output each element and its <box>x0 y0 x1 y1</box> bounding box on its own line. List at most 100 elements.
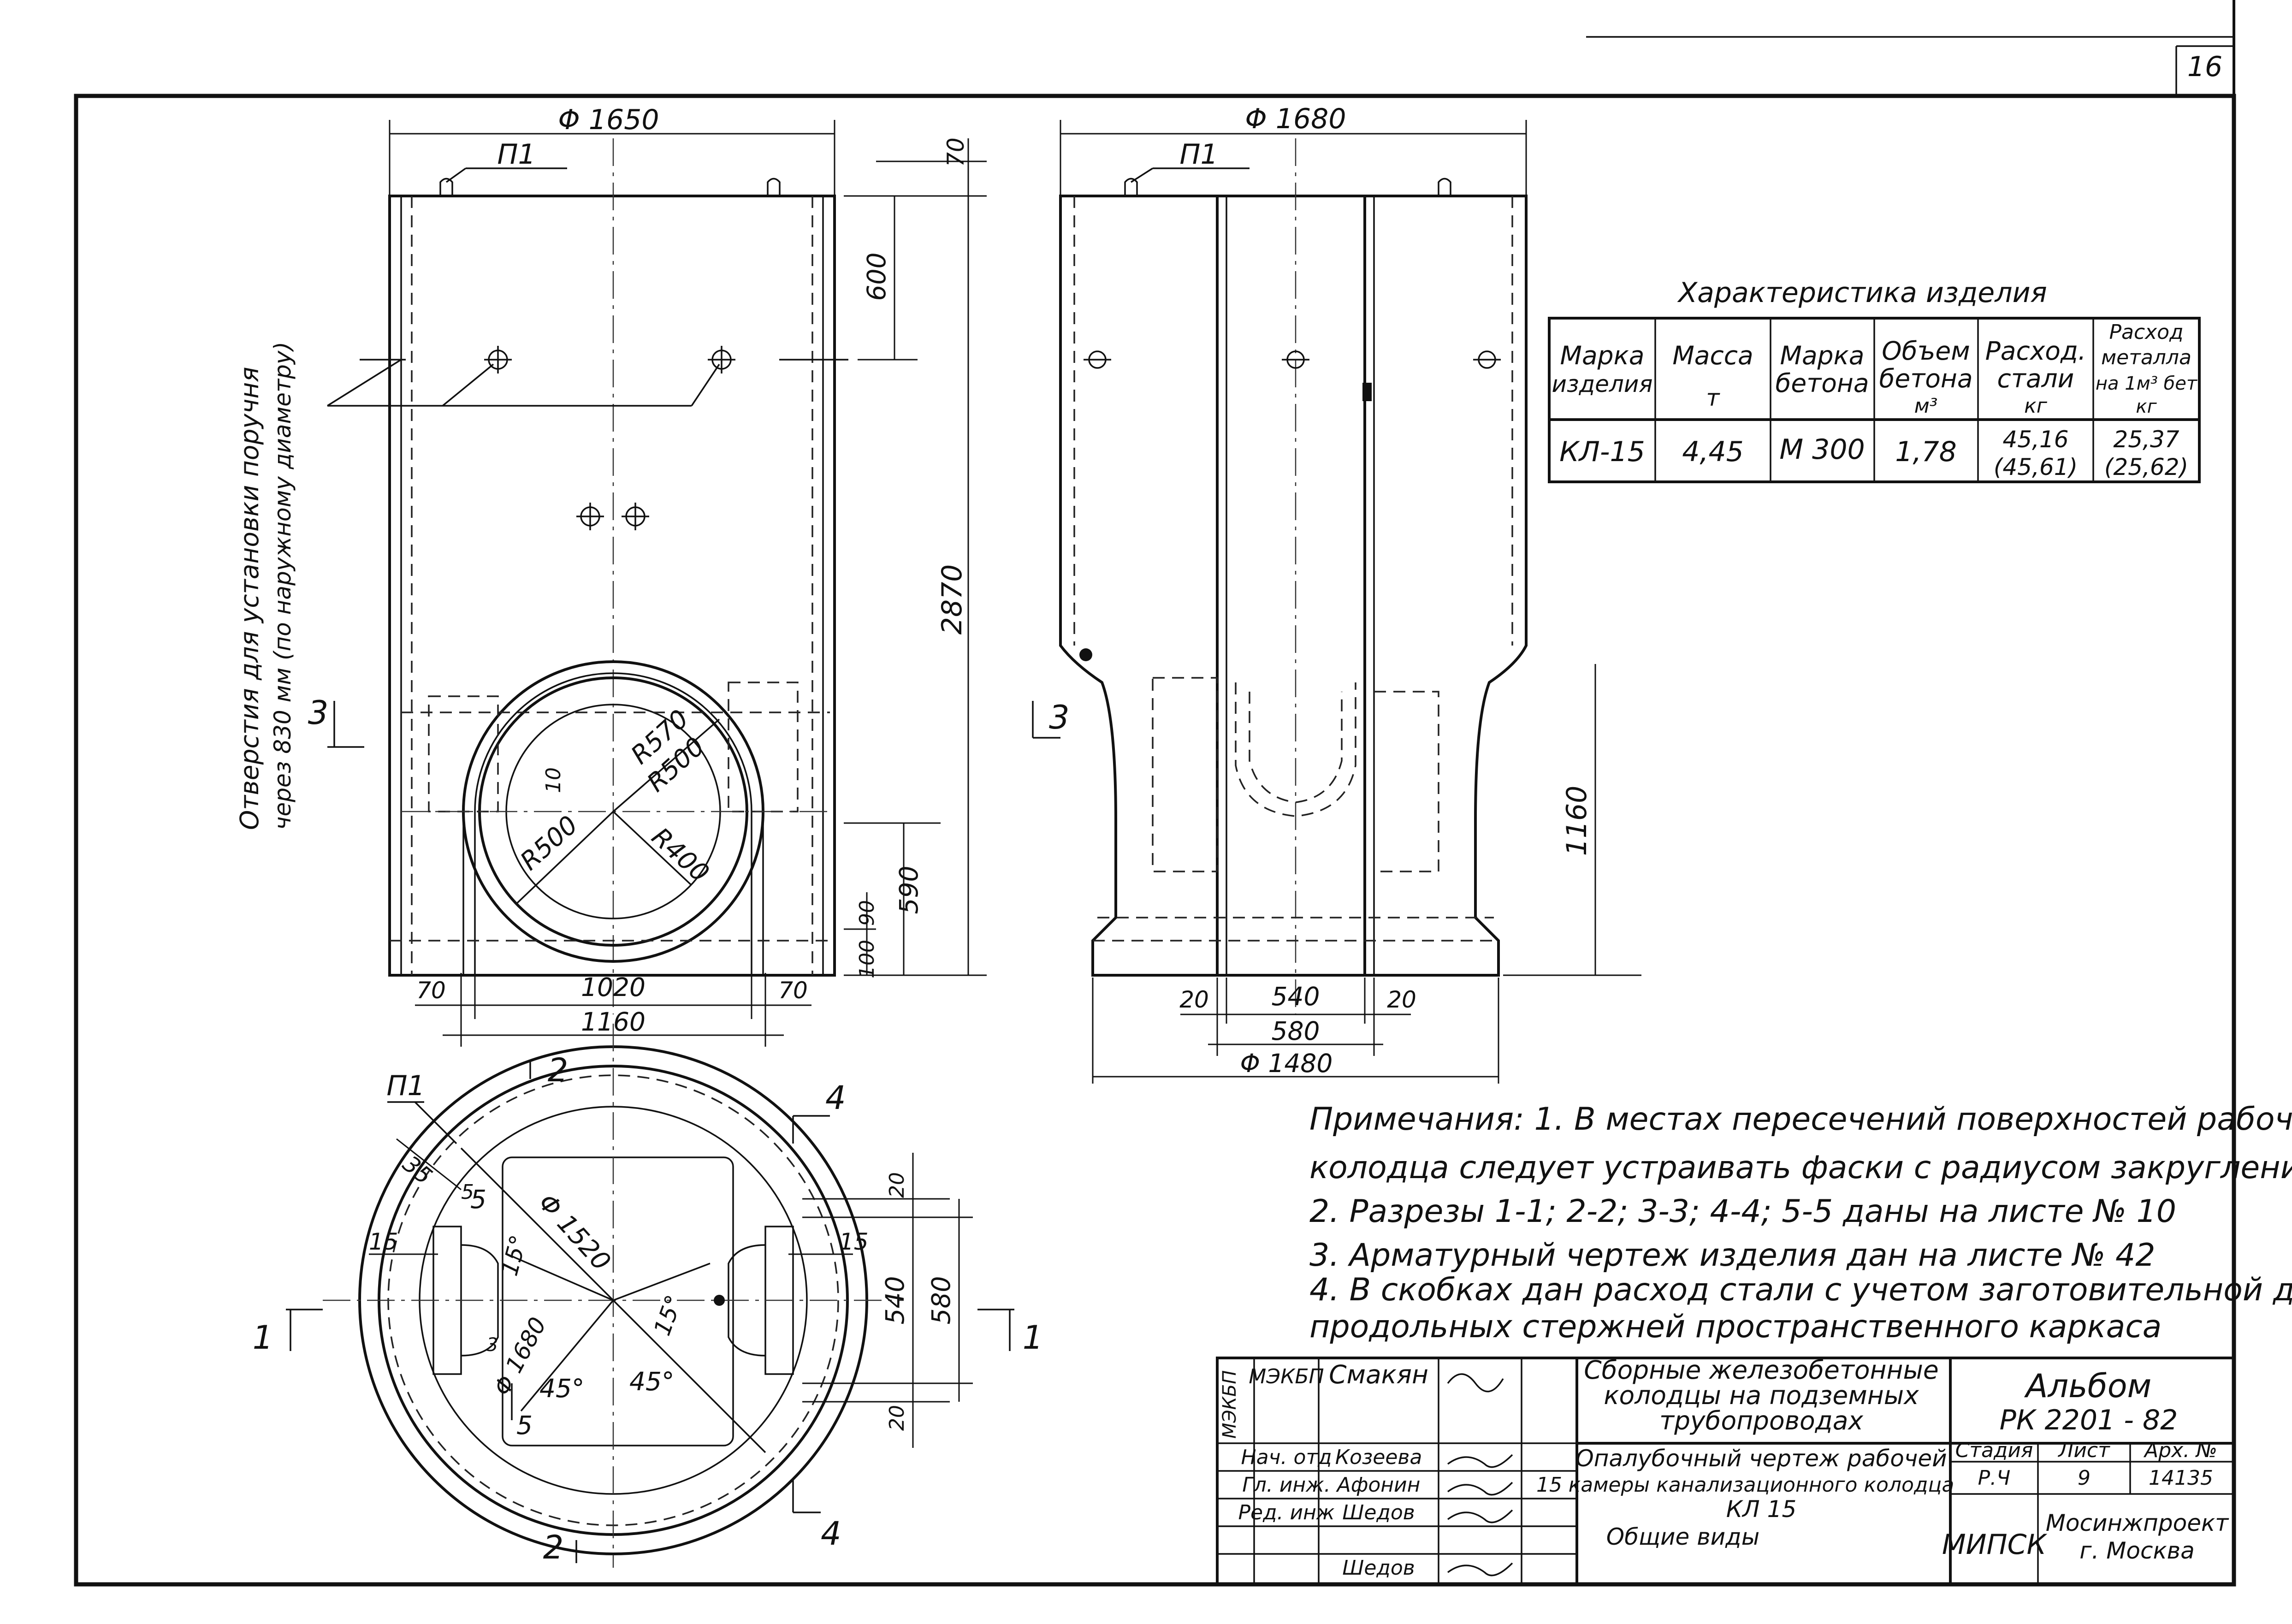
page-number: 16 <box>2187 51 2222 83</box>
hdr-mass-1: Масса <box>1672 341 1753 370</box>
plan-mark-4-top: 4 <box>825 1079 846 1117</box>
stage-header-0: Стадия <box>1955 1439 2033 1462</box>
stage-header-1: Лист <box>2057 1439 2110 1462</box>
plan-mark-2-top: 2 <box>548 1051 569 1089</box>
plan-mark-1-right: 1 <box>1023 1319 1043 1357</box>
tb-name-2: Афонин <box>1336 1473 1421 1497</box>
plan-part-mark: П1 <box>386 1070 425 1102</box>
tb-role-2: Гл. инж. <box>1242 1473 1331 1497</box>
plan-dim-20-bottom: 20 <box>885 1405 909 1431</box>
hdr-mark-2: изделия <box>1552 371 1653 397</box>
side-dim-diameter-1480: Φ 1480 <box>1240 1049 1333 1078</box>
hdr-metal-4: кг <box>2136 396 2157 417</box>
signature-icon <box>1447 1562 1513 1577</box>
title-block: МЭКБП Нач. отд Гл. инж. Ред. инж Смакян … <box>1216 1355 2235 1586</box>
plan-dim-580: 580 <box>926 1276 956 1325</box>
drawing-title-3: КЛ 15 <box>1726 1496 1797 1523</box>
notes-block: Примечания: 1. В местах пересечений пове… <box>1309 1101 2292 1345</box>
project-title-3: трубопроводах <box>1659 1406 1863 1435</box>
stage-header-2: Арх. № <box>2143 1439 2217 1462</box>
plan-angle-15-left: 15° <box>496 1232 533 1279</box>
drawing-title-4: Общие виды <box>1606 1523 1759 1550</box>
row-steel: 45,16 <box>2002 426 2068 453</box>
album-code: РК 2201 - 82 <box>2000 1404 2178 1436</box>
handrail-hole-icon <box>484 346 735 530</box>
plan-mark-5-top: 5 <box>470 1185 486 1214</box>
tb-vertical-label: МЭКБП <box>1219 1370 1240 1439</box>
org-name-2: г. Москва <box>2079 1537 2195 1564</box>
row-steel-alt: (45,61) <box>1994 454 2078 480</box>
hdr-steel-3: кг <box>2024 394 2048 418</box>
tb-date-2: 15 <box>1536 1473 1562 1497</box>
side-dim-540: 540 <box>1272 982 1320 1011</box>
tb-name-1: Козеева <box>1335 1446 1422 1469</box>
dim-90: 90 <box>855 900 879 926</box>
radius-r500-lower: R500 <box>515 810 583 876</box>
dim-70-right: 70 <box>778 977 808 1004</box>
plan-view: 2 2 4 4 1 1 5 5 П1 35 15 15 Φ 1520 Φ 168… <box>253 1024 1043 1568</box>
hdr-mark-1: Марка <box>1560 341 1645 370</box>
plan-angle-15-right: 15° <box>649 1292 688 1339</box>
tb-name-3: Шедов <box>1342 1501 1415 1524</box>
project-title-1: Сборные железобетонные <box>1584 1355 1939 1385</box>
plan-dim-20-top: 20 <box>885 1172 909 1198</box>
side-part-mark: П1 <box>1179 138 1218 171</box>
spec-table: Характеристика изделия Марка изделия Мас… <box>1548 277 2201 483</box>
stage-value-2: 14135 <box>2149 1466 2213 1490</box>
signature-icon <box>1447 1373 1504 1393</box>
row-volume: 1,78 <box>1895 436 1957 468</box>
org-mark: МИПСК <box>1942 1529 2048 1561</box>
side-dim-1160: 1160 <box>1561 786 1593 856</box>
signature-icon <box>1447 1454 1513 1468</box>
plan-dim-5: 5 <box>461 1180 474 1204</box>
section-mark-3-side: 3 <box>1049 699 1070 736</box>
front-top-diameter: Φ 1650 <box>558 104 659 136</box>
hdr-concrete-2: бетона <box>1775 368 1869 398</box>
plan-mark-1-left: 1 <box>253 1319 273 1357</box>
row-mass: 4,45 <box>1682 436 1744 468</box>
tb-name-5: Шедов <box>1342 1556 1415 1580</box>
album-label: Альбом <box>2024 1367 2152 1405</box>
org-name-1: Мосинжпроект <box>2046 1510 2229 1536</box>
hdr-metal-2: металла <box>2101 346 2191 369</box>
plan-dim-540: 540 <box>880 1276 910 1325</box>
hdr-volume-1: Объем <box>1882 336 1970 366</box>
plan-mark-5-bottom: 5 <box>516 1411 533 1440</box>
front-part-mark: П1 <box>497 138 535 171</box>
dim-590: 590 <box>894 866 924 914</box>
note-line-3: 2. Разрезы 1-1; 2-2; 3-3; 4-4; 5-5 даны … <box>1309 1193 2176 1230</box>
stage-value-0: Р.Ч <box>1978 1466 2011 1490</box>
signature-icon <box>1447 1509 1513 1523</box>
side-hole-icon <box>1084 350 1501 369</box>
note-line-6: продольных стержней пространственного ка… <box>1309 1309 2162 1345</box>
hdr-steel-2: стали <box>1997 364 2074 393</box>
project-title-2: колодцы на подземных <box>1604 1381 1919 1410</box>
hdr-volume-3: м³ <box>1914 394 1938 418</box>
note-line-5: 4. В скобках дан расход стали с учетом з… <box>1309 1272 2292 1308</box>
plan-dim-3: 3 <box>486 1334 498 1356</box>
row-mark: КЛ-15 <box>1559 436 1645 468</box>
note-line-4: 3. Арматурный чертеж изделия дан на лист… <box>1309 1237 2155 1274</box>
side-view: П1 Φ 1680 1160 20 540 20 580 Φ 1480 3 <box>1032 103 1641 1084</box>
section-mark-3-front: 3 <box>308 694 329 732</box>
spec-title: Характеристика изделия <box>1677 277 2047 309</box>
hdr-concrete-1: Марка <box>1780 341 1865 370</box>
hdr-volume-2: бетона <box>1879 364 1972 393</box>
plan-dim-15-left: 15 <box>369 1228 398 1255</box>
side-dim-20-right: 20 <box>1387 986 1416 1013</box>
tb-role-3: Ред. инж <box>1238 1501 1335 1524</box>
plan-mark-4-bottom: 4 <box>821 1515 841 1553</box>
stage-value-1: 9 <box>2078 1466 2091 1490</box>
sheet-frame: 16 <box>74 0 2236 1587</box>
row-metal-alt: (25,62) <box>2104 454 2188 480</box>
tb-name-0: Смакян <box>1329 1360 1428 1389</box>
holes-note-line2: через 830 мм (по наружному диаметру) <box>269 342 296 830</box>
tb-role-0: МЭКБП <box>1249 1365 1324 1388</box>
side-dim-580: 580 <box>1272 1016 1320 1046</box>
plan-angle-45-left: 45° <box>539 1374 585 1403</box>
note-line-2: колодца следует устраивать фаски с радиу… <box>1309 1150 2292 1186</box>
radius-r400: R400 <box>646 822 715 888</box>
note-line-1: Примечания: 1. В местах пересечений пове… <box>1309 1101 2292 1138</box>
